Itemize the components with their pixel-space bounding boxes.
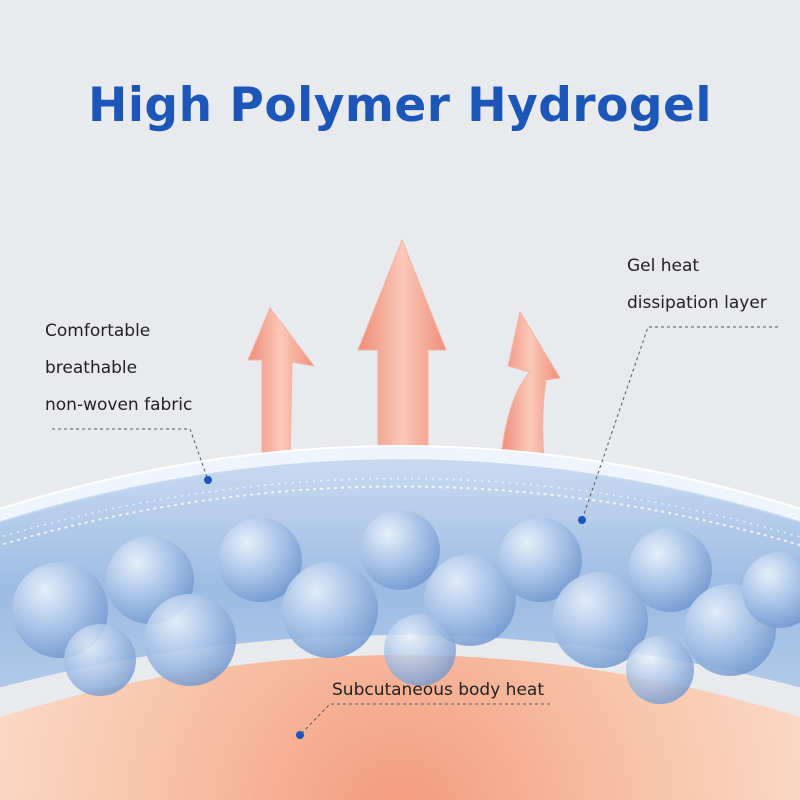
fabric-leader-line [52,428,209,481]
gel-leader-line [581,326,778,521]
body-marker-dot [296,731,304,739]
skin-layer [0,655,800,800]
gel-layer-label: Gel heat dissipation layer [627,248,767,322]
fabric-label-line-1: Comfortable [45,321,151,341]
left-heat-arrow [247,307,316,471]
gel-label-line-1: Gel heat [627,256,700,276]
fabric-label: Comfortable breathable non-woven fabric [45,313,192,424]
fabric-label-line-3: non-woven fabric [45,395,193,415]
fabric-marker-dot [204,476,212,484]
gel-layer [0,455,800,704]
gel-label-line-2: dissipation layer [627,293,767,313]
center-heat-arrow [357,238,447,471]
right-heat-arrow [499,310,561,471]
fabric-label-line-2: breathable [45,358,138,378]
gel-marker-dot [578,516,586,524]
callouts [52,326,778,739]
body-heat-label: Subcutaneous body heat [332,680,544,700]
page-title: High Polymer Hydrogel [87,78,712,133]
gel-bubbles [12,510,800,704]
heat-arrows [247,238,561,471]
body-leader-line [299,703,550,736]
